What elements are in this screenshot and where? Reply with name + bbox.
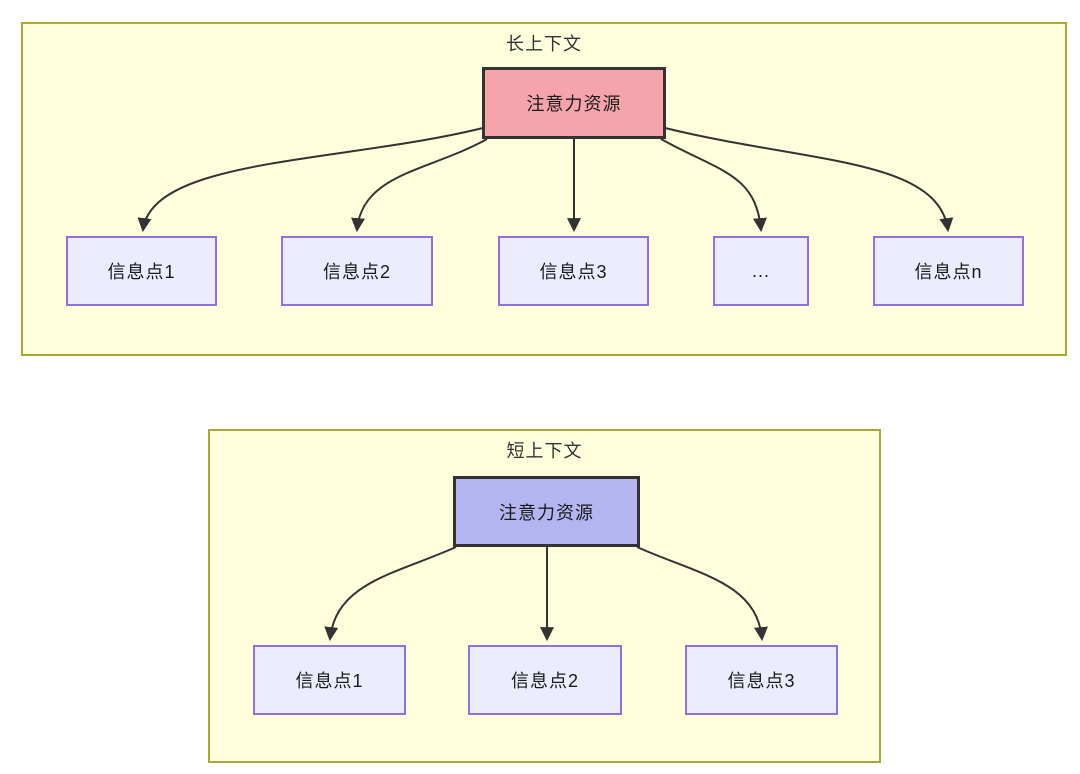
subgraph-short-context-title: 短上下文: [506, 441, 583, 461]
node-long-info-n-label: 信息点n: [914, 262, 983, 282]
node-long-info-1-label: 信息点1: [107, 262, 176, 282]
node-long-info-2: 信息点2: [281, 236, 433, 306]
node-short-attention-resource-label: 注意力资源: [499, 502, 594, 523]
node-short-info-1-label: 信息点1: [295, 671, 364, 691]
node-long-info-n: 信息点n: [873, 236, 1024, 306]
node-long-info-1: 信息点1: [66, 236, 217, 306]
node-long-info-3: 信息点3: [498, 236, 649, 306]
node-long-info-2-label: 信息点2: [322, 262, 391, 282]
subgraph-long-context-title: 长上下文: [506, 34, 582, 54]
node-long-info-3-label: 信息点3: [539, 262, 608, 282]
node-short-attention-resource: 注意力资源: [453, 476, 640, 547]
node-short-info-3: 信息点3: [685, 645, 838, 715]
node-long-info-ellipsis: ...: [713, 236, 809, 306]
node-short-info-2: 信息点2: [468, 645, 622, 715]
node-long-info-ellipsis-label: ...: [751, 260, 770, 281]
node-short-info-2-label: 信息点2: [510, 671, 579, 691]
node-short-info-1: 信息点1: [253, 645, 406, 715]
node-long-attention-resource-label: 注意力资源: [526, 94, 622, 114]
node-short-info-3-label: 信息点3: [727, 671, 796, 691]
node-long-attention-resource: 注意力资源: [482, 67, 666, 139]
